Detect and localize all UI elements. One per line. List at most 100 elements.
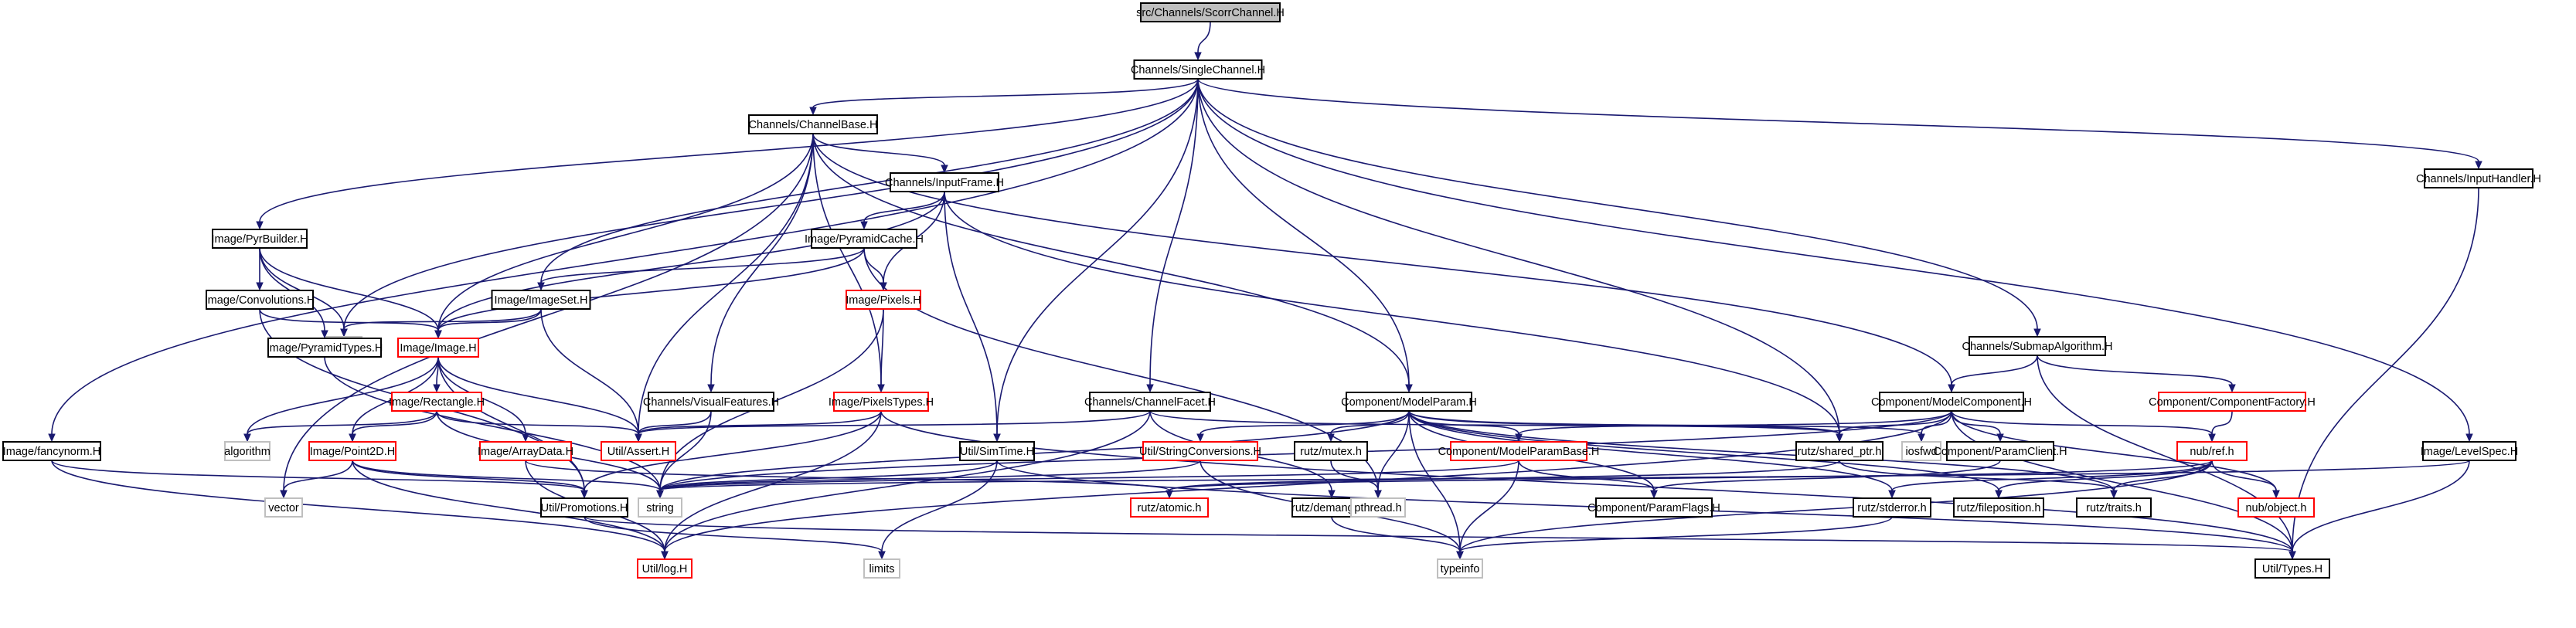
node-point2d[interactable]: Image/Point2D.H <box>308 441 396 461</box>
edge-compfactory-to-ref <box>2208 410 2233 443</box>
edge-arrowhead <box>2208 433 2216 443</box>
node-scorr[interactable]: src/Channels/ScorrChannel.H <box>1136 2 1285 22</box>
node-compfactory[interactable]: Component/ComponentFactory.H <box>2149 392 2316 412</box>
edge-arrowhead <box>2475 161 2482 170</box>
node-paramclient[interactable]: Component/ParamClient.H <box>1933 441 2067 461</box>
node-algorithm[interactable]: algorithm <box>224 441 271 461</box>
edge-modelcomp-to-mpbase <box>1515 410 1952 443</box>
node-modelcomp[interactable]: Component/ModelComponent.H <box>1871 392 2032 412</box>
node-limits[interactable]: limits <box>863 558 900 579</box>
node-traits[interactable]: rutz/traits.h <box>2076 497 2152 518</box>
edge-pyrcache-to-imageset <box>537 247 865 291</box>
node-fileposition[interactable]: rutz/fileposition.h <box>1953 497 2044 518</box>
node-pixels[interactable]: Image/Pixels.H <box>846 290 921 310</box>
node-label: src/Channels/ScorrChannel.H <box>1136 7 1285 19</box>
node-visfeat[interactable]: Channels/VisualFeatures.H <box>643 392 779 412</box>
edge-rectangle-to-point2d <box>349 410 437 443</box>
node-atomic[interactable]: rutz/atomic.h <box>1130 497 1209 518</box>
node-pyrcache[interactable]: Image/PyramidCache.H <box>805 229 924 249</box>
node-fancynorm[interactable]: Image/fancynorm.H <box>2 441 101 461</box>
edge-single-to-fancynorm <box>48 78 1199 443</box>
edge-arrowhead <box>1836 433 1843 443</box>
node-vector[interactable]: vector <box>264 497 303 518</box>
node-types[interactable]: Util/Types.H <box>2254 558 2330 579</box>
edge-scorr-to-single <box>1194 21 1211 61</box>
node-paramflags[interactable]: Component/ParamFlags.H <box>1587 497 1720 518</box>
node-levelspec[interactable]: Image/LevelSpec.H <box>2421 441 2519 461</box>
node-log[interactable]: Util/log.H <box>637 558 692 579</box>
node-inputframe[interactable]: Channels/InputFrame.H <box>885 172 1004 192</box>
edge-arrowhead <box>809 107 817 116</box>
node-ref[interactable]: nub/ref.h <box>2176 441 2248 461</box>
node-label: Image/PixelsTypes.H <box>829 396 934 409</box>
edge-single-to-simtime <box>993 78 1199 443</box>
node-pyrbuilder[interactable]: Image/PyrBuilder.H <box>212 229 308 249</box>
node-pthread[interactable]: pthread.h <box>1350 497 1406 518</box>
node-iosfwd[interactable]: iosfwd <box>1901 441 1941 461</box>
node-assert[interactable]: Util/Assert.H <box>601 441 676 461</box>
edge-stderror-to-typeinfo <box>1456 516 1893 560</box>
edge-imageset-to-assert <box>540 308 642 443</box>
edge-mutex-to-pthread <box>1330 460 1382 499</box>
edge-point2d-to-promotions <box>352 460 588 499</box>
node-rectangle[interactable]: Image/Rectangle.H <box>389 392 485 412</box>
node-label: rutz/fileposition.h <box>1957 502 2041 514</box>
node-modelparam[interactable]: Component/ModelParam.H <box>1341 392 1477 412</box>
edge-submap-to-types <box>2037 355 2296 560</box>
node-submap[interactable]: Channels/SubmapAlgorithm.H <box>1962 336 2113 356</box>
node-imageset[interactable]: Image/ImageSet.H <box>491 290 591 310</box>
node-box <box>206 290 314 310</box>
node-box <box>397 338 479 358</box>
node-promotions[interactable]: Util/Promotions.H <box>540 497 628 518</box>
node-arraydata[interactable]: Image/ArrayData.H <box>478 441 573 461</box>
node-box <box>267 338 382 358</box>
node-label: Util/log.H <box>642 563 688 575</box>
edge-convolutions-to-image <box>259 308 442 339</box>
edge-point2d-to-string <box>352 460 664 499</box>
edge-arrowhead <box>877 384 885 393</box>
node-box <box>1089 392 1211 412</box>
node-inputhandler[interactable]: Channels/InputHandler.H <box>2416 168 2541 188</box>
node-simtime[interactable]: Util/SimTime.H <box>959 441 1035 461</box>
edge-arrowhead <box>243 433 251 443</box>
edge-ref-to-fileposition <box>1995 460 2213 499</box>
node-single[interactable]: Channels/SingleChannel.H <box>1131 59 1265 80</box>
node-box <box>890 172 999 192</box>
node-string[interactable]: string <box>638 497 682 518</box>
node-label: nub/ref.h <box>2190 446 2234 458</box>
node-image[interactable]: Image/Image.H <box>397 338 479 358</box>
node-pixelstypes[interactable]: Image/PixelsTypes.H <box>829 392 934 412</box>
node-box <box>2422 441 2516 461</box>
node-label: Image/Image.H <box>400 342 476 355</box>
node-mutex[interactable]: rutz/mutex.h <box>1294 441 1368 461</box>
node-box <box>1969 336 2106 356</box>
node-label: Component/ParamClient.H <box>1933 446 2067 458</box>
node-nubobject[interactable]: nub/object.h <box>2237 497 2315 518</box>
node-box <box>540 497 628 518</box>
node-convolutions[interactable]: Image/Convolutions.H <box>205 290 315 310</box>
node-strconv[interactable]: Util/StringConversions.H <box>1139 441 1261 461</box>
edge-modelcomp-to-types <box>1951 410 2296 560</box>
node-box <box>2237 497 2315 518</box>
node-label: Component/ComponentFactory.H <box>2149 396 2316 409</box>
node-chanfacet[interactable]: Channels/ChannelFacet.H <box>1084 392 1216 412</box>
edge-ref-to-atomic <box>1165 460 2213 499</box>
node-box <box>959 441 1035 461</box>
node-sharedptr[interactable]: rutz/shared_ptr.h <box>1795 441 1884 461</box>
node-box <box>748 114 878 134</box>
node-box <box>638 497 682 518</box>
node-chanbase[interactable]: Channels/ChannelBase.H <box>748 114 878 134</box>
edge-arrowhead <box>1515 433 1523 443</box>
edge-demangle-to-typeinfo <box>1331 516 1464 560</box>
node-mpbase[interactable]: Component/ModelParamBase.H <box>1438 441 1600 461</box>
node-typeinfo[interactable]: typeinfo <box>1437 558 1483 579</box>
node-label: Component/ModelParam.H <box>1341 396 1477 409</box>
edge-arrowhead <box>2033 328 2041 338</box>
node-label: Channels/SingleChannel.H <box>1131 64 1265 76</box>
node-stderror[interactable]: rutz/stderror.h <box>1853 497 1931 518</box>
edge-chanbase-to-modelparam <box>812 133 1413 393</box>
edge-arrowhead <box>941 165 948 174</box>
node-box <box>1130 497 1209 518</box>
node-pyrtypes[interactable]: Image/PyramidTypes.H <box>267 338 383 358</box>
